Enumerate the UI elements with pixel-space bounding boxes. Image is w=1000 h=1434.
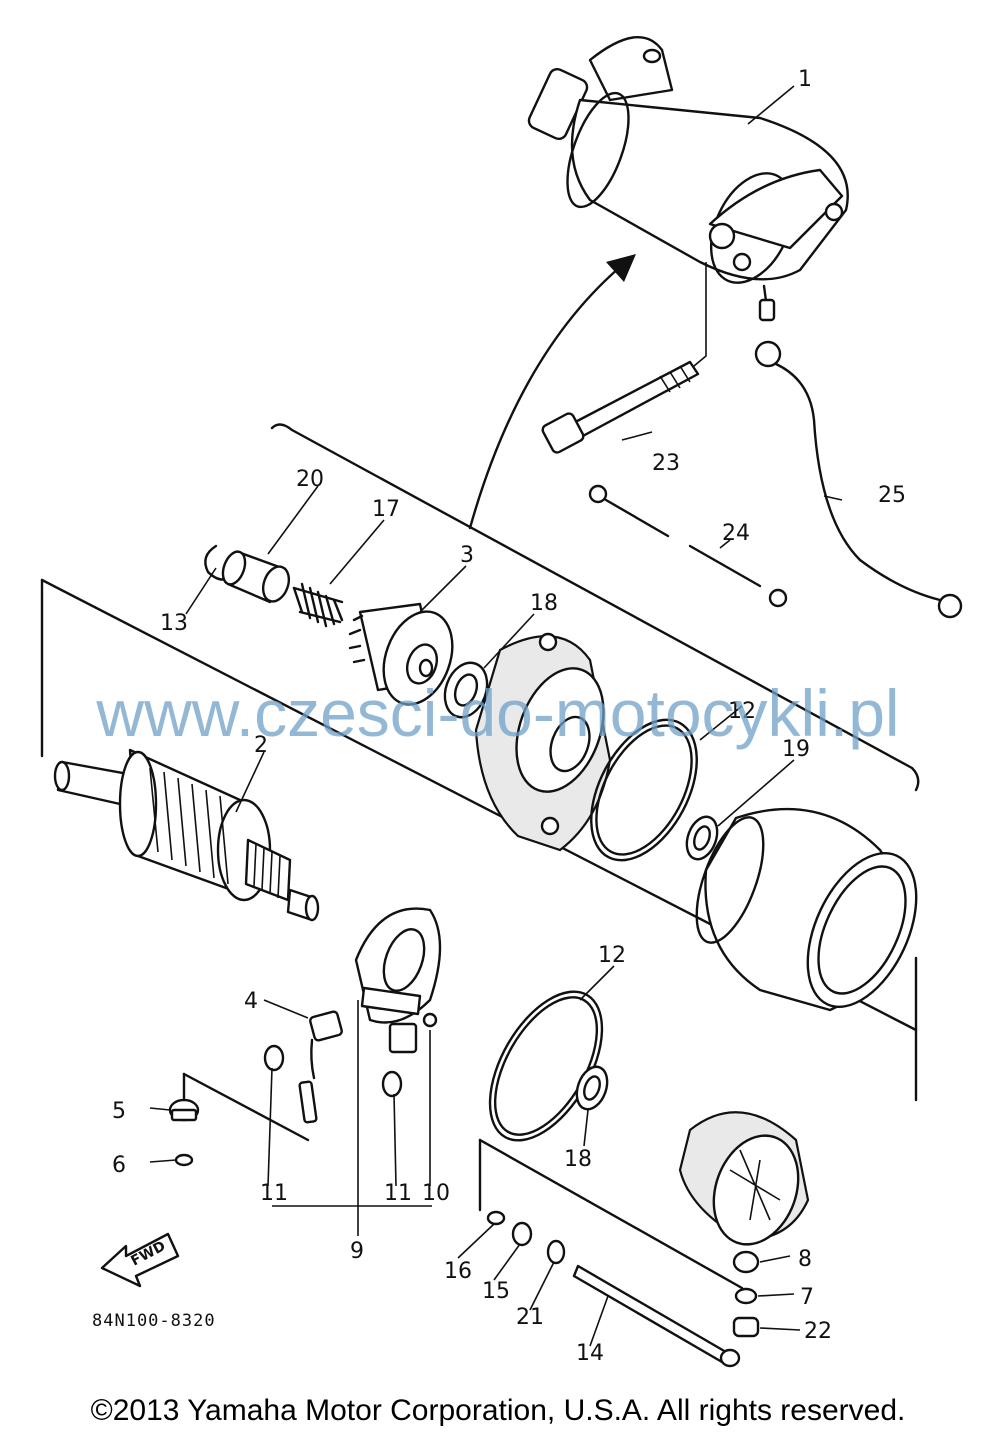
part-23-bolt	[541, 360, 700, 454]
part-label-6: 6	[112, 1153, 126, 1178]
part-14-through-bolt	[572, 1264, 741, 1368]
part-label-2: 2	[254, 733, 268, 758]
part-4-brush	[309, 1010, 343, 1080]
part-label-20: 20	[296, 467, 324, 492]
part-16-washer	[486, 1210, 506, 1226]
part-label-19: 19	[782, 737, 810, 762]
part-label-24: 24	[722, 521, 750, 546]
part-22-nut	[732, 1316, 760, 1338]
part-21-washer	[546, 1239, 566, 1265]
part-label-13: 13	[160, 611, 188, 636]
copyright-text: ©2013 Yamaha Motor Corporation, U.S.A. A…	[91, 1394, 906, 1427]
part-label-3: 3	[460, 543, 474, 568]
part-label-18-upper: 18	[530, 591, 558, 616]
part-label-12-upper: 12	[728, 699, 756, 724]
part-12-o-ring-lower	[488, 990, 604, 1142]
part-2-armature	[53, 748, 320, 922]
part-label-12-lower: 12	[598, 943, 626, 968]
part-20-collar	[221, 550, 291, 604]
yoke-housing	[695, 807, 918, 1012]
starter-motor-assembly	[527, 36, 849, 322]
reference-code: 84N100-8320	[92, 1311, 216, 1331]
part-17-spring	[292, 582, 344, 628]
part-label-17: 17	[372, 497, 400, 522]
part-label-7: 7	[800, 1285, 814, 1310]
part-label-16: 16	[444, 1259, 472, 1284]
part-label-22: 22	[804, 1319, 832, 1344]
part-6-washer	[174, 1153, 194, 1167]
front-cover-bracket	[474, 632, 612, 852]
part-label-5: 5	[112, 1099, 126, 1124]
part-7-washer	[734, 1287, 758, 1305]
part-24-lead-wire	[588, 484, 788, 608]
part-label-8: 8	[798, 1247, 812, 1272]
assembly-outline	[40, 423, 920, 1290]
part-18-washer-upper	[443, 661, 489, 719]
part-label-1: 1	[798, 67, 812, 92]
leader-lines	[149, 85, 843, 1347]
part-label-18-lower: 18	[564, 1147, 592, 1172]
part-label-15: 15	[482, 1279, 510, 1304]
part-label-11a: 11	[260, 1181, 288, 1206]
part-label-11b: 11	[384, 1181, 412, 1206]
rear-cover	[678, 1111, 810, 1246]
part-label-9: 9	[350, 1239, 364, 1264]
part-12-o-ring-upper	[590, 718, 698, 862]
part-labels: 1 2 3 4 5 6 7 8 9 10 11 11 12 12 13 14 1…	[112, 67, 906, 1366]
part-label-10: 10	[422, 1181, 450, 1206]
part-5-screw	[168, 1098, 200, 1122]
part-25-lead-wire	[754, 340, 963, 619]
part-label-4: 4	[244, 989, 258, 1014]
part-label-25: 25	[878, 483, 906, 508]
part-3-pinion-gear	[348, 602, 454, 706]
part-label-21: 21	[516, 1305, 544, 1330]
brush-hardware	[263, 1044, 403, 1124]
part-label-14: 14	[576, 1341, 604, 1366]
part-9-brush-plate	[354, 907, 442, 1054]
forward-direction-arrow: FWD	[100, 1232, 180, 1288]
assembly-arrow	[468, 254, 636, 530]
part-label-23: 23	[652, 451, 680, 476]
part-8-nut	[732, 1250, 760, 1274]
part-18-washer-lower	[575, 1065, 609, 1111]
watermark-text: www.czesci-do-motocykli.pl	[95, 676, 899, 750]
part-19-washer	[685, 815, 719, 861]
part-15-washer	[511, 1221, 533, 1247]
